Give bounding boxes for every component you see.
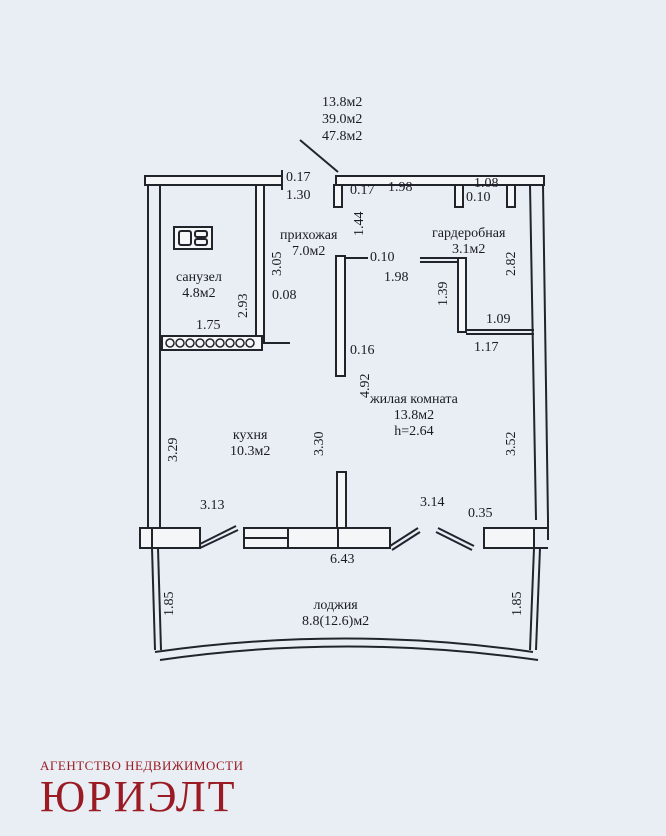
dim-label: 1.75: [196, 318, 221, 333]
total-area-value: 47.8м2: [322, 129, 363, 144]
agency-logo: ЮРИЭЛТ: [40, 772, 237, 821]
loggia-window-3: [337, 527, 391, 549]
bathroom-wall: [255, 184, 265, 342]
top-wall-left: [144, 175, 283, 186]
dim-label-vertical: 4.92: [358, 373, 373, 399]
dim-label-vertical: 1.44: [352, 211, 367, 237]
room-hall-area: 7.0м2: [292, 244, 326, 259]
outer-right-wall: [529, 184, 537, 521]
dim-label: 0.16: [350, 343, 375, 358]
room-living-area: 13.8м2: [393, 408, 435, 423]
room-living-name: жилая комната: [370, 392, 458, 407]
room-living-height: h=2.64: [394, 424, 434, 439]
loggia-left: [151, 547, 156, 651]
room-kitchen: кухня 10.3м2: [230, 428, 270, 460]
loggia-wall-right: [483, 527, 535, 549]
dim-label: 1.98: [388, 180, 413, 195]
top-wall-right: [335, 175, 545, 186]
room-wardrobe: гардеробная 3.1м2: [432, 226, 505, 258]
room-bathroom: санузел 4.8м2: [176, 270, 222, 302]
dim-label-vertical: 3.29: [166, 437, 181, 463]
dim-label-vertical: 3.30: [312, 431, 327, 457]
dim-label-vertical: 2.93: [236, 293, 251, 319]
central-partition: [335, 255, 346, 377]
area-summary: 13.8м2 39.0м2 47.8м2: [322, 94, 362, 145]
room-kitchen-area: 10.3м2: [230, 444, 271, 459]
agency-subtitle: АГЕНТСТВО НЕДВИЖИМОСТИ: [40, 758, 244, 773]
dim-label: 1.98: [384, 270, 409, 285]
room-living: жилая комната 13.8м2 h=2.64: [370, 392, 458, 440]
dim-label: 0.10: [466, 190, 491, 205]
dim-label: 3.13: [200, 498, 225, 513]
room-hall-name: прихожая: [280, 228, 338, 243]
loggia-window-2: [287, 527, 339, 549]
room-bathroom-name: санузел: [176, 270, 222, 285]
dim-label: 1.08: [474, 176, 499, 191]
loggia-wall-left: [139, 527, 201, 549]
room-loggia: лоджия 8.8(12.6)м2: [302, 598, 369, 630]
dim-label: 1.17: [474, 340, 499, 355]
dim-label-vertical: 3.05: [270, 251, 285, 277]
radiator-symbol: [165, 338, 255, 348]
dim-label: 0.17: [286, 170, 311, 185]
bathroom-bottom-wall: [161, 335, 263, 351]
dim-label-vertical: 1.85: [162, 591, 177, 617]
dim-label: 0.08: [272, 288, 297, 303]
area-pointer-line: [299, 139, 339, 173]
dim-label: 0.17: [350, 183, 375, 198]
total-living-area-value: 39.0м2: [322, 112, 363, 127]
dim-label: 0.35: [468, 506, 493, 521]
room-loggia-area: 8.8(12.6)м2: [302, 614, 370, 629]
dim-label: 0.10: [370, 250, 395, 265]
room-hall: прихожая 7.0м2: [280, 228, 337, 260]
dim-label-vertical: 3.52: [504, 431, 519, 457]
dim-label: 6.43: [330, 552, 355, 567]
dim-label-vertical: 1.85: [510, 591, 525, 617]
room-loggia-name: лоджия: [313, 598, 358, 613]
dim-label: 3.14: [420, 495, 445, 510]
sink-icon: [173, 226, 213, 250]
dim-label: 1.30: [286, 188, 311, 203]
loggia-front: [154, 637, 534, 653]
dim-label-vertical: 1.39: [436, 281, 451, 307]
room-bathroom-area: 4.8м2: [182, 286, 216, 301]
room-kitchen-name: кухня: [232, 428, 268, 443]
room-wardrobe-name: гардеробная: [432, 226, 506, 241]
loggia-right: [529, 547, 535, 651]
room-wardrobe-area: 3.1м2: [452, 242, 486, 257]
dim-label-vertical: 2.82: [504, 251, 519, 277]
living-area-value: 13.8м2: [322, 95, 363, 110]
dim-label: 1.09: [486, 312, 511, 327]
wardrobe-wall: [457, 257, 467, 333]
